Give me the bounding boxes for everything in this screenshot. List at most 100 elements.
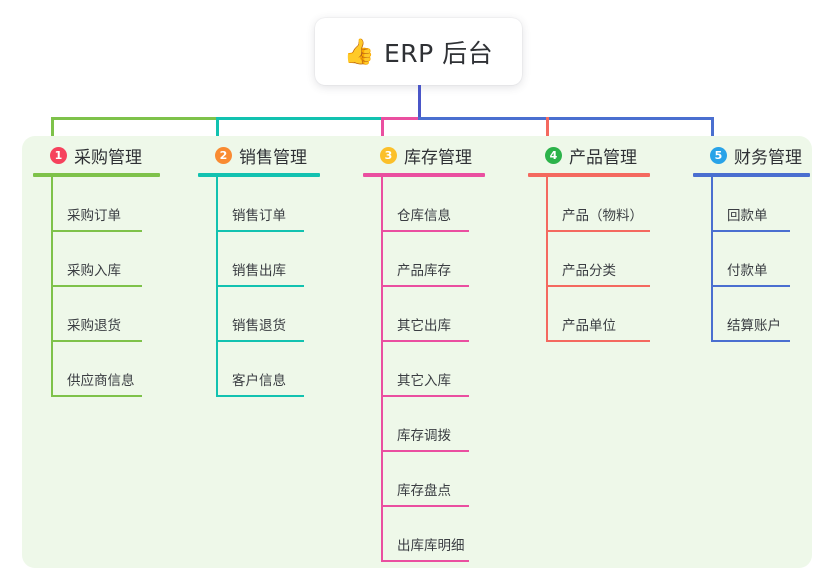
leaf-underline	[548, 230, 650, 232]
leaf-underline	[548, 340, 650, 342]
branch-header[interactable]: 3 库存管理	[363, 142, 485, 168]
leaf-node[interactable]: 销售订单	[216, 177, 320, 232]
leaf-node[interactable]: 仓库信息	[381, 177, 485, 232]
branch-title: 采购管理	[74, 147, 142, 168]
leaf-label: 产品库存	[397, 263, 451, 279]
leaf-label: 采购订单	[67, 208, 121, 224]
leaf-label: 其它出库	[397, 318, 451, 334]
leaf-node[interactable]: 其它出库	[381, 287, 485, 342]
leaf-node[interactable]: 其它入库	[381, 342, 485, 397]
leaf-underline	[218, 285, 304, 287]
branch-header-rule	[198, 173, 320, 177]
leaf-label: 供应商信息	[67, 373, 135, 389]
branch-children: 销售订单销售出库销售退货客户信息	[198, 177, 320, 397]
leaf-label: 付款单	[727, 263, 768, 279]
leaf-node[interactable]: 供应商信息	[51, 342, 160, 397]
leaf-underline	[383, 505, 469, 507]
branch-column-3[interactable]: 3 库存管理仓库信息产品库存其它出库其它入库库存调拨库存盘点出库库明细	[363, 142, 485, 562]
leaf-node[interactable]: 库存调拨	[381, 397, 485, 452]
leaf-underline	[218, 395, 304, 397]
leaf-underline	[218, 230, 304, 232]
root-title: ERP 后台	[383, 38, 494, 68]
leaf-node[interactable]: 库存盘点	[381, 452, 485, 507]
leaf-label: 销售订单	[232, 208, 286, 224]
leaf-node[interactable]: 回款单	[711, 177, 810, 232]
leaf-label: 产品单位	[562, 318, 616, 334]
leaf-label: 回款单	[727, 208, 768, 224]
connector-hbar-2	[216, 117, 384, 120]
leaf-node[interactable]: 销售出库	[216, 232, 320, 287]
branch-header-rule	[528, 173, 650, 177]
connector-hbar-3	[381, 117, 421, 120]
branch-number-badge: 3	[380, 146, 397, 164]
leaf-underline	[383, 450, 469, 452]
leaf-underline	[218, 340, 304, 342]
branch-spine	[381, 177, 383, 562]
leaf-underline	[713, 230, 790, 232]
leaf-label: 出库库明细	[397, 538, 465, 554]
leaf-label: 销售出库	[232, 263, 286, 279]
leaf-node[interactable]: 采购退货	[51, 287, 160, 342]
branch-spine	[546, 177, 548, 342]
branches-panel	[22, 136, 812, 568]
branch-number-badge: 1	[50, 146, 67, 164]
leaf-underline	[383, 340, 469, 342]
leaf-node[interactable]: 采购订单	[51, 177, 160, 232]
branch-spine	[711, 177, 713, 342]
branch-header-rule	[33, 173, 160, 177]
leaf-node[interactable]: 产品分类	[546, 232, 650, 287]
branch-column-1[interactable]: 1 采购管理采购订单采购入库采购退货供应商信息	[33, 142, 160, 397]
branch-title: 销售管理	[239, 147, 307, 168]
branch-header[interactable]: 2 销售管理	[198, 142, 320, 168]
leaf-node[interactable]: 客户信息	[216, 342, 320, 397]
thumbs-up-icon: 👍	[343, 37, 375, 66]
leaf-label: 库存调拨	[397, 428, 451, 444]
leaf-underline	[383, 395, 469, 397]
branch-children: 采购订单采购入库采购退货供应商信息	[33, 177, 160, 397]
leaf-underline	[53, 285, 142, 287]
leaf-label: 仓库信息	[397, 208, 451, 224]
leaf-label: 销售退货	[232, 318, 286, 334]
leaf-label: 其它入库	[397, 373, 451, 389]
leaf-underline	[713, 340, 790, 342]
branch-column-2[interactable]: 2 销售管理销售订单销售出库销售退货客户信息	[198, 142, 320, 397]
leaf-node[interactable]: 付款单	[711, 232, 810, 287]
leaf-underline	[383, 560, 469, 562]
leaf-label: 结算账户	[727, 318, 781, 334]
branch-title: 库存管理	[404, 147, 472, 168]
branch-spine	[51, 177, 53, 397]
leaf-label: 库存盘点	[397, 483, 451, 499]
branch-header[interactable]: 1 采购管理	[33, 142, 160, 168]
branch-children: 回款单付款单结算账户	[693, 177, 810, 342]
root-node-content: 👍 ERP 后台	[344, 34, 493, 70]
leaf-label: 产品（物料）	[562, 208, 643, 224]
leaf-underline	[383, 285, 469, 287]
branch-children: 产品（物料） 产品分类产品单位	[528, 177, 650, 342]
leaf-node[interactable]: 出库库明细	[381, 507, 485, 562]
leaf-label: 客户信息	[232, 373, 286, 389]
leaf-underline	[53, 230, 142, 232]
leaf-node[interactable]: 产品库存	[381, 232, 485, 287]
branch-header-rule	[693, 173, 810, 177]
leaf-node[interactable]: 销售退货	[216, 287, 320, 342]
leaf-node[interactable]: 采购入库	[51, 232, 160, 287]
branch-children: 仓库信息产品库存其它出库其它入库库存调拨库存盘点出库库明细	[363, 177, 485, 562]
branch-header-rule	[363, 173, 485, 177]
leaf-underline	[383, 230, 469, 232]
root-node[interactable]: 👍 ERP 后台	[315, 18, 522, 85]
branch-title: 财务管理	[734, 147, 802, 168]
leaf-node[interactable]: 产品（物料）	[546, 177, 650, 232]
leaf-label: 产品分类	[562, 263, 616, 279]
trunk-vertical-line	[418, 85, 421, 120]
leaf-node[interactable]: 产品单位	[546, 287, 650, 342]
leaf-label: 采购退货	[67, 318, 121, 334]
branch-number-badge: 2	[215, 146, 232, 164]
connector-hbar-1	[51, 117, 219, 120]
branch-title: 产品管理	[569, 147, 637, 168]
leaf-node[interactable]: 结算账户	[711, 287, 810, 342]
